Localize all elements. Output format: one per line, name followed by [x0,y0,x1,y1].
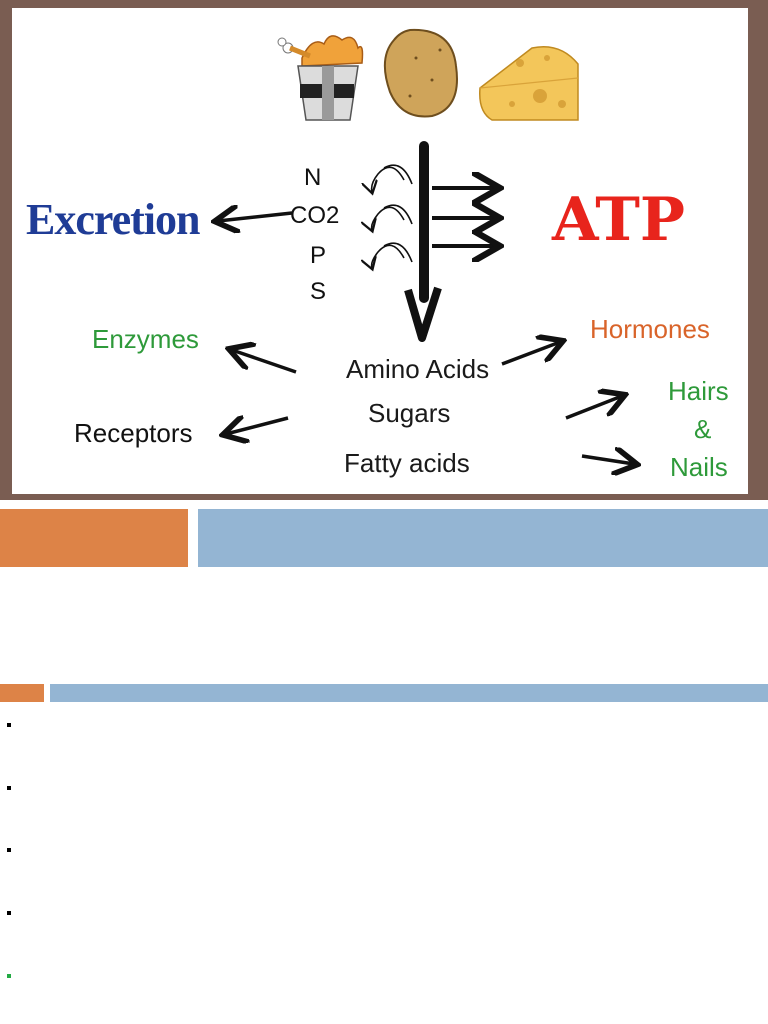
bullet-marker [7,848,11,852]
nails-label: Nails [670,452,728,482]
ampersand-label: & [694,414,712,444]
catabolism-main-arrow [404,141,442,342]
excretion-label: Excretion [26,195,200,244]
product-fatty-acids: Fatty acids [344,448,470,478]
potato-icon [383,28,458,118]
chicken-bucket-icon [277,35,364,121]
product-amino-acids: Amino Acids [346,354,490,384]
element-co2: CO2 [290,202,340,229]
element-phosphorus: P [310,242,327,269]
cheese-icon [479,46,579,121]
content-accent-blue [50,684,768,702]
curly-arrows [372,164,413,268]
atp-arrows [432,188,496,246]
image-frame: N CO2 P S Excretion ATP Amino Acids Suga… [0,0,768,500]
output-arrows [226,342,634,464]
element-nitrogen: N [304,164,322,191]
bullet-marker [7,786,11,790]
excretion-arrow [218,213,293,221]
hairs-label: Hairs [668,376,729,406]
diagram-graphics [12,28,748,494]
bullet-marker [7,723,11,727]
atp-label: ATP [552,185,686,255]
content-accent-orange [0,684,44,702]
bullet-marker [7,974,11,978]
receptors-label: Receptors [74,418,193,448]
bullet-marker [7,911,11,915]
title-accent-orange [0,509,188,567]
metabolism-diagram: N CO2 P S Excretion ATP Amino Acids Suga… [12,8,748,494]
hormones-label: Hormones [590,314,710,344]
element-sulfur: S [310,278,327,305]
product-sugars: Sugars [368,398,451,428]
enzymes-label: Enzymes [92,324,199,354]
title-accent-blue [198,509,768,567]
